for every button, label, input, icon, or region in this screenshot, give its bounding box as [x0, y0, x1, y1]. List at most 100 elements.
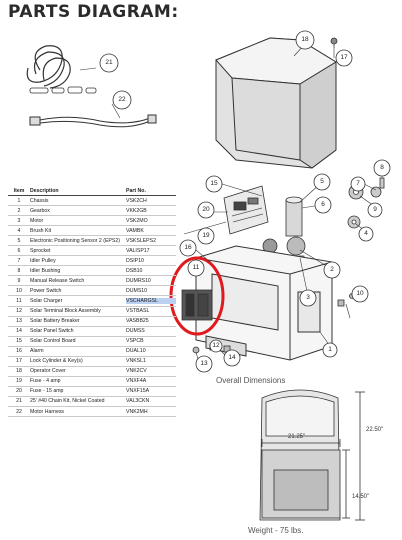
- base-height-label: 14.50": [352, 494, 370, 500]
- item-cell: 11: [16, 297, 22, 304]
- description-cell: Idler Bushing: [30, 267, 61, 274]
- callout-label-19: 19: [202, 232, 210, 239]
- part-number-cell: VALISP17: [126, 247, 150, 254]
- item-cell: 22: [16, 408, 22, 415]
- part-number-cell: VSK2CH: [126, 197, 147, 204]
- callout-10: [351, 285, 369, 303]
- item-cell: 16: [16, 348, 22, 355]
- item-cell: 13: [16, 318, 22, 325]
- callout-3: [299, 289, 317, 307]
- part-number-cell: VKK2GB: [126, 207, 147, 214]
- table-row: 12 Solar Terminal Block Assembly VSTBASL: [8, 307, 176, 317]
- table-row: 15 Solar Control Board VSPCB: [8, 337, 176, 347]
- table-row: 10 Power Switch DUMS10: [8, 286, 176, 297]
- description-cell: Solar Control Board: [30, 338, 76, 345]
- description-cell: Lock Cylinder & Key(s): [30, 358, 83, 365]
- chain-bolts: [29, 86, 97, 94]
- item-cell: 19: [16, 378, 22, 385]
- callout-label-5: 5: [320, 178, 324, 185]
- callout-2: [323, 261, 341, 279]
- callout-label-15: 15: [210, 180, 218, 187]
- callout-label-22: 22: [118, 96, 126, 103]
- part-number-cell: DUMSS: [126, 328, 145, 335]
- description-cell: Sprocket: [30, 247, 51, 254]
- item-cell: 12: [16, 308, 22, 315]
- callout-22: [112, 90, 132, 110]
- description-cell: Solar Terminal Block Assembly: [30, 308, 101, 315]
- callout-15: [205, 175, 223, 193]
- callout-16: [179, 239, 197, 257]
- part-number-cell: VSTBASL: [126, 308, 150, 315]
- callout-label-3: 3: [306, 294, 310, 301]
- part-number-cell: VSK2MO: [126, 217, 148, 224]
- callout-label-18: 18: [301, 36, 309, 43]
- callout-17: [335, 49, 353, 67]
- callout-13: [195, 355, 213, 373]
- description-cell: Operator Cover: [30, 368, 66, 375]
- item-cell: 10: [16, 287, 22, 294]
- header-description: Description: [30, 187, 59, 194]
- callout-14: [223, 349, 241, 367]
- part-number-cell: VAL3CKN: [126, 398, 150, 405]
- part-number-cell: VNK2MH: [126, 408, 148, 415]
- callout-label-11: 11: [192, 264, 200, 271]
- callout-label-6: 6: [321, 201, 325, 208]
- part-number-cell: VSKSLEPS2: [126, 237, 156, 244]
- part-number-cell: DUMRS10: [126, 277, 151, 284]
- callout-11: [187, 259, 205, 277]
- description-cell: Idler Pulley: [30, 257, 56, 264]
- weight-label: Weight - 75 lbs.: [248, 526, 304, 535]
- description-cell: Solar Charger: [30, 297, 63, 304]
- callout-4: [358, 226, 374, 242]
- description-cell: Solar Battery Breaker: [30, 318, 80, 325]
- item-cell: 5: [17, 237, 21, 244]
- item-cell: 9: [17, 277, 21, 284]
- part-number-cell: DSIP10: [126, 257, 144, 264]
- item-cell: 15: [16, 338, 22, 345]
- operator-cover-drawing: [215, 37, 337, 169]
- callout-label-20: 20: [202, 206, 210, 213]
- description-cell: Fuse - 15 amp: [30, 388, 64, 395]
- callout-9: [367, 202, 383, 218]
- description-cell: Power Switch: [30, 287, 62, 294]
- callout-12: [209, 339, 223, 353]
- table-row: 3 Motor VSK2MO: [8, 216, 176, 227]
- part-number-cell: DUMS10: [126, 287, 148, 294]
- item-cell: 18: [16, 368, 22, 375]
- callout-8: [373, 159, 391, 177]
- part-number-cell: VSPCB: [126, 338, 144, 345]
- callout-label-7: 7: [356, 180, 360, 187]
- description-cell: 25' #40 Chain Kit, Nickel Coated: [30, 398, 105, 405]
- part-number-cell: VNXF4A: [126, 378, 147, 385]
- description-cell: Motor: [30, 217, 44, 224]
- part-number-cell: DSB10: [126, 267, 143, 274]
- part-number-cell: VNXF15A: [126, 388, 150, 395]
- chain-kit-drawing: [26, 45, 71, 89]
- callout-label-4: 4: [364, 230, 368, 237]
- overall-dimensions-title: Overall Dimensions: [216, 376, 286, 385]
- part-number-cell: VSCHARGSL: [126, 297, 176, 304]
- part-number-cell: DUAL10: [126, 348, 146, 355]
- item-cell: 3: [17, 217, 21, 224]
- callout-label-16: 16: [184, 244, 192, 251]
- callout-21: [99, 53, 119, 73]
- callout-label-14: 14: [228, 354, 236, 361]
- callout-label-10: 10: [356, 290, 364, 297]
- item-cell: 14: [16, 328, 22, 335]
- callout-7: [350, 176, 366, 192]
- lock-cylinder-drawing: [330, 37, 338, 48]
- header-item: Item: [13, 187, 25, 194]
